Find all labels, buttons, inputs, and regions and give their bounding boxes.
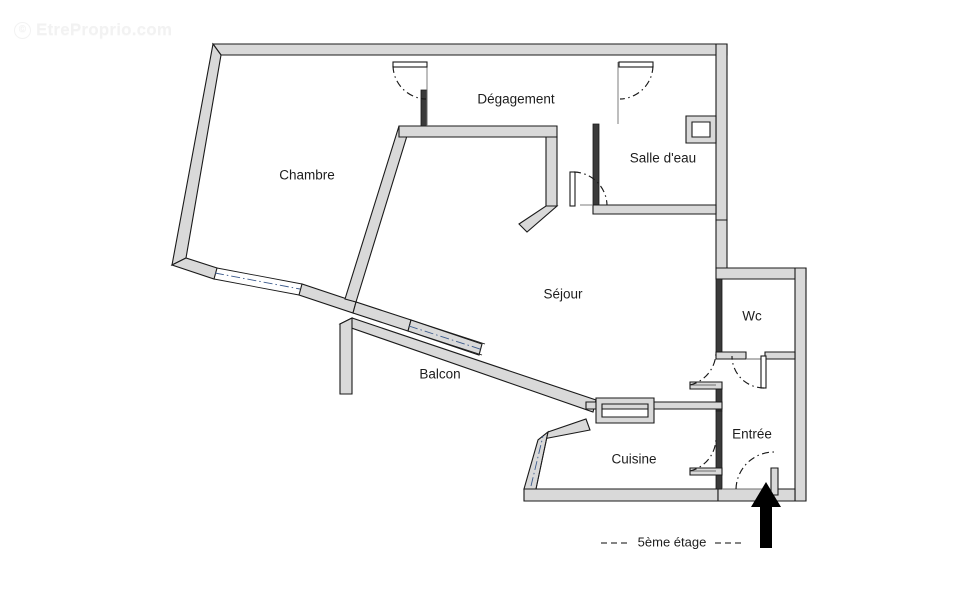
entrance-arrow-shape (751, 482, 781, 548)
door-arc-sejour-entree (689, 351, 717, 386)
window-chambre-inner (216, 267, 303, 285)
room-label-salle-deau: Salle d'eau (630, 151, 696, 166)
wall-east-jog (715, 219, 728, 269)
floor-note: 5ème étage (601, 534, 743, 549)
window-chambre-dash (214, 272, 301, 290)
door-leaf-wc (760, 355, 767, 389)
floor-note-label: 5ème étage (638, 534, 707, 549)
wall-top-north (211, 43, 728, 56)
room-label-degagement: Dégagement (477, 92, 555, 107)
partition-wc-south-left (715, 351, 747, 360)
window-cuisine-dash (530, 435, 544, 487)
partition-cuisine-door-stub (689, 467, 723, 476)
doors (392, 61, 775, 490)
room-label-wc: Wc (742, 309, 762, 324)
exterior-walls (170, 42, 807, 502)
room-label-cuisine: Cuisine (611, 452, 656, 467)
partition-degagement-stub (420, 89, 428, 127)
wall-cuisine-west-diagonal (523, 430, 549, 490)
partition-wc-south-right (764, 351, 796, 360)
door-arc-cuisine-entree (689, 437, 717, 472)
window-balcony-dash (408, 325, 484, 351)
window-cuisine-outer (535, 431, 549, 490)
wall-chambre-southwest (170, 257, 218, 280)
wall-balcony-south (338, 317, 597, 413)
door-arc-salledeau (619, 65, 654, 100)
room-labels: Chambre Dégagement Salle d'eau Séjour Ba… (279, 92, 772, 467)
entrance-arrow (751, 482, 781, 548)
wall-east-upper (715, 43, 728, 221)
door-leaf-sejour-east (569, 171, 576, 207)
room-label-entree: Entrée (732, 427, 772, 442)
interior-walls (344, 89, 796, 496)
window-balcony-inner (410, 319, 486, 345)
window-balcony-outer (407, 330, 483, 356)
room-label-sejour: Séjour (543, 287, 583, 302)
wall-wc-top (715, 267, 807, 280)
partition-sejour-entree-stub (689, 381, 723, 390)
partition-wc-west (715, 278, 723, 359)
windows (213, 62, 771, 490)
door-arc-chambre (392, 65, 427, 100)
wall-balcony-west-cap (339, 317, 353, 395)
door-arc-front-entrance (735, 451, 775, 490)
door-arc-wc (731, 355, 765, 389)
partition-sejour-east (545, 136, 558, 207)
cuisine-window-box (595, 397, 655, 424)
partition-degagement-south (398, 125, 558, 138)
partition-salledeau-south (592, 204, 717, 215)
salledeau-niche (685, 115, 717, 144)
door-leaf-chambre (392, 61, 428, 68)
door-arc-sejour-east (573, 171, 608, 206)
wall-south-facade (523, 488, 719, 502)
wall-chambre-west (171, 42, 222, 266)
partition-chambre-sejour (344, 125, 411, 303)
partition-sejour-stub (518, 205, 559, 233)
room-label-chambre: Chambre (279, 168, 335, 183)
window-chambre-outer (213, 278, 300, 296)
entree-door-jamb (770, 467, 779, 496)
partition-salledeau-west (592, 123, 600, 206)
partition-cuisine-east (715, 410, 723, 490)
room-label-balcon: Balcon (419, 367, 460, 382)
door-leaf-salledeau (618, 61, 654, 68)
wall-east-right (794, 267, 807, 502)
